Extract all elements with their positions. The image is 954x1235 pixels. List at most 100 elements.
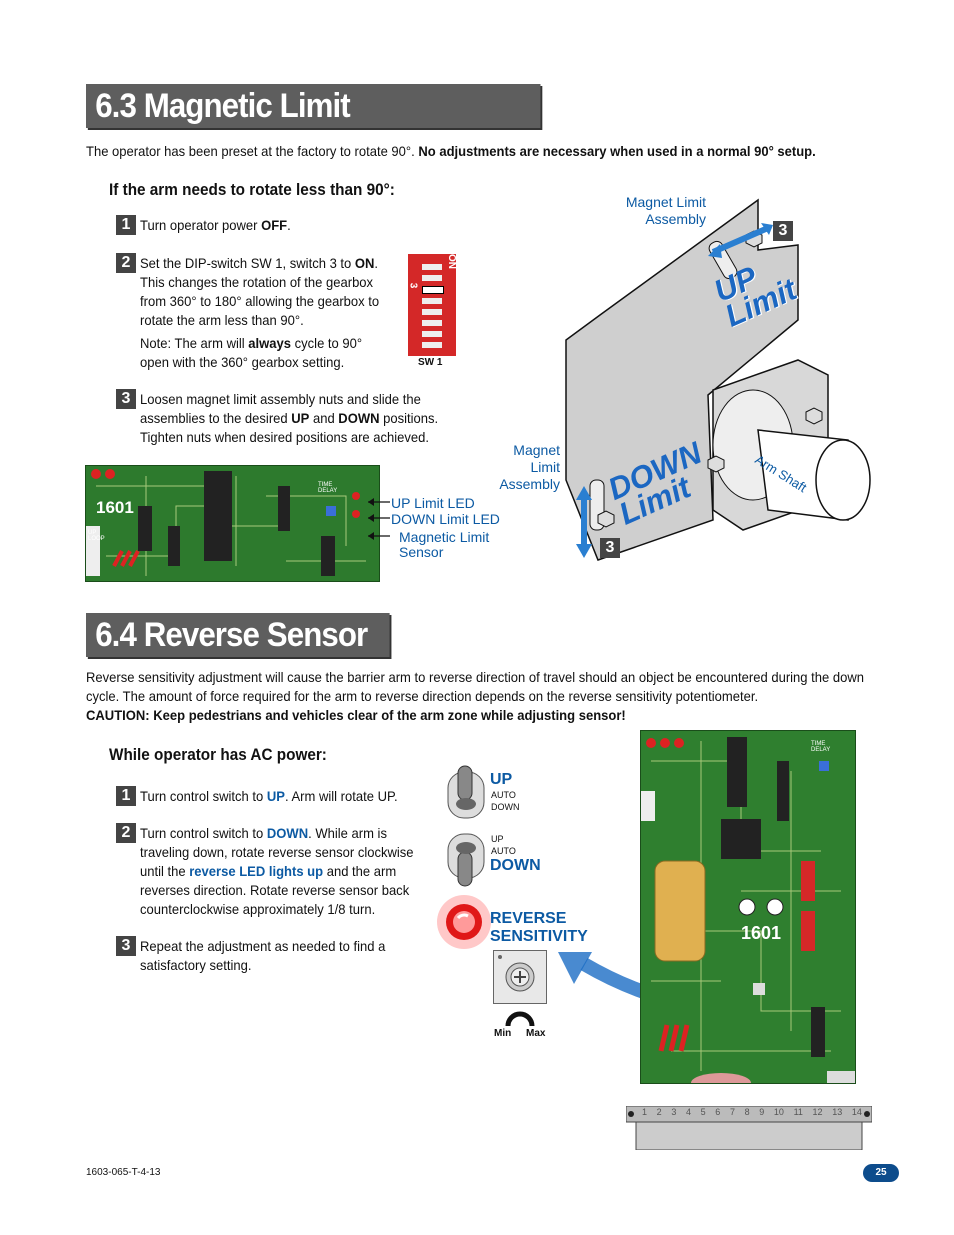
rev-step-2-text: Turn control switch to DOWN. While arm i… bbox=[140, 824, 434, 919]
reverse-led-icon bbox=[437, 895, 491, 949]
intro-normal: The operator has been preset at the fact… bbox=[86, 143, 415, 159]
dip-toggle-1 bbox=[422, 264, 442, 270]
rev-step-2-badge: 2 bbox=[116, 823, 136, 843]
terminal-number: 5 bbox=[700, 1107, 706, 1117]
pot-knob-icon bbox=[498, 955, 535, 992]
step-2-badge: 2 bbox=[116, 253, 136, 273]
t: cycle to 90° open with the 360° gearbox … bbox=[140, 335, 363, 370]
up-limit-led-label: UP Limit LED bbox=[391, 495, 475, 511]
t: Set the DIP-switch SW 1, switch 3 to bbox=[140, 255, 355, 271]
t: 3 bbox=[778, 222, 788, 239]
terminal-number: 7 bbox=[729, 1107, 735, 1117]
t: . While arm is traveling down, rotate re… bbox=[140, 825, 414, 879]
board-model-label: 1601 bbox=[96, 498, 134, 517]
switch2-auto: AUTO bbox=[491, 846, 516, 856]
t: . Arm will rotate UP. bbox=[284, 788, 398, 804]
board-up-loop: UP LOOP bbox=[88, 530, 105, 542]
terminal-numbers: 1 2 3 4 5 6 7 8 9 10 11 12 13 14 bbox=[642, 1107, 862, 1117]
page-number: 25 bbox=[863, 1164, 899, 1182]
dip-toggle-7 bbox=[422, 331, 442, 337]
terminal-number: 12 bbox=[812, 1107, 823, 1117]
dip-toggle-5 bbox=[422, 309, 442, 315]
reverse-intro: Reverse sensitivity adjustment will caus… bbox=[86, 668, 867, 725]
terminal-number: 4 bbox=[685, 1107, 691, 1117]
marker-3-top: 3 bbox=[773, 221, 793, 241]
rev-step-3-text: Repeat the adjustment as needed to find … bbox=[140, 937, 410, 975]
pot-rotation-arc bbox=[505, 1011, 535, 1027]
terminal-number: 11 bbox=[793, 1107, 803, 1117]
pot-max-label: Max bbox=[526, 1028, 546, 1039]
step-2-text: Set the DIP-switch SW 1, switch 3 to ON.… bbox=[140, 254, 397, 330]
large-pcb-traces bbox=[641, 737, 855, 1083]
t: DOWN bbox=[338, 410, 380, 426]
board-time-delay: TIME DELAY bbox=[318, 482, 338, 494]
section-title-6-3: 6.3 Magnetic Limit Adjustments bbox=[86, 84, 541, 169]
t: Turn control switch to bbox=[140, 825, 267, 841]
dip-toggle-6 bbox=[422, 320, 442, 326]
dip-toggle-8 bbox=[422, 342, 442, 348]
subhead-ac-power: While operator has AC power: bbox=[109, 745, 327, 765]
switch1-head: UP bbox=[490, 771, 513, 788]
title-text: 6.3 Magnetic Limit Adjustments bbox=[95, 87, 351, 169]
terminal-number: 3 bbox=[671, 1107, 677, 1117]
t: UP bbox=[291, 410, 310, 426]
subhead-less-90: If the arm needs to rotate less than 90°… bbox=[109, 180, 395, 200]
switch2-up: UP bbox=[491, 834, 504, 844]
subhead-text: If the arm needs to rotate less than 90°… bbox=[109, 180, 395, 199]
gearbox-diagram bbox=[565, 198, 871, 561]
marker-3-bottom: 3 bbox=[600, 538, 620, 558]
t: and the arm reverses direction. Rotate r… bbox=[140, 863, 410, 917]
terminal-number: 14 bbox=[851, 1107, 862, 1117]
reverse-potentiometer bbox=[493, 950, 547, 1004]
intro-paragraph: The operator has been preset at the fact… bbox=[86, 142, 830, 161]
step-1-text: Turn operator power OFF. bbox=[140, 216, 391, 235]
note-text: Note: The arm will always cycle to 90° o… bbox=[140, 334, 373, 372]
t: ON bbox=[354, 255, 375, 271]
dip-toggle-3 bbox=[422, 286, 444, 294]
t: Turn control switch to bbox=[140, 788, 267, 804]
step-num: 3 bbox=[121, 390, 131, 407]
terminal-strip: 1 2 3 4 5 6 7 8 9 10 11 12 13 14 bbox=[625, 1105, 873, 1151]
t: reverse LED lights up bbox=[189, 863, 324, 879]
switch1-down: DOWN bbox=[491, 802, 520, 812]
terminal-number: 10 bbox=[773, 1107, 784, 1117]
terminal-block bbox=[625, 1105, 873, 1151]
control-board-large: 1601 TIME DELAY bbox=[640, 730, 856, 1084]
terminal-number: 9 bbox=[759, 1107, 765, 1117]
dip-switch-number: 3 bbox=[407, 282, 419, 289]
t: and bbox=[309, 410, 339, 426]
dip-toggle-2 bbox=[422, 275, 442, 281]
step-3-text: Loosen magnet limit assembly nuts and sl… bbox=[140, 390, 456, 447]
subhead-text: While operator has AC power: bbox=[109, 745, 327, 764]
reverse-sensitivity-label: REVERSE SENSITIVITY bbox=[490, 910, 588, 946]
dip-toggle-4 bbox=[422, 298, 442, 304]
page-number-text: 25 bbox=[875, 1167, 887, 1178]
large-board-model: 1601 bbox=[741, 923, 782, 943]
terminal-number: 2 bbox=[656, 1107, 662, 1117]
magnet-limit-assembly-top: Magnet Limit Assembly bbox=[625, 194, 706, 227]
switch2-head: DOWN bbox=[490, 857, 541, 874]
dip-switch-sw1: ON 3 bbox=[407, 254, 457, 356]
title-text: 6.4 Reverse Sensor bbox=[95, 616, 368, 654]
dip-on-label: ON bbox=[446, 254, 457, 269]
rev-step-1-badge: 1 bbox=[116, 786, 136, 806]
step-num: 2 bbox=[121, 254, 131, 271]
t: 2 bbox=[121, 824, 131, 841]
terminal-number: 1 bbox=[642, 1107, 648, 1117]
toggle-switch-up bbox=[447, 765, 485, 819]
magnet-limit-assembly-bottom: Magnet Limit Assembly bbox=[499, 442, 560, 492]
dip-label: SW 1 bbox=[418, 357, 443, 368]
t: Reverse sensitivity adjustment will caus… bbox=[86, 669, 865, 704]
t: UP bbox=[266, 788, 285, 804]
step-1-badge: 1 bbox=[116, 215, 136, 235]
rev-step-3-badge: 3 bbox=[116, 936, 136, 956]
toggle-switch-down bbox=[447, 833, 485, 887]
step-num: 1 bbox=[121, 216, 131, 233]
t: REVERSE bbox=[490, 910, 567, 927]
t: positions. Tighten nuts when desired pos… bbox=[140, 410, 439, 445]
t: . This changes the rotation of the gearb… bbox=[140, 255, 380, 328]
step-3-badge: 3 bbox=[116, 389, 136, 409]
pcb-traces bbox=[86, 469, 366, 576]
t: Loosen magnet limit assembly nuts and sl… bbox=[140, 391, 421, 426]
t: OFF bbox=[261, 217, 288, 233]
